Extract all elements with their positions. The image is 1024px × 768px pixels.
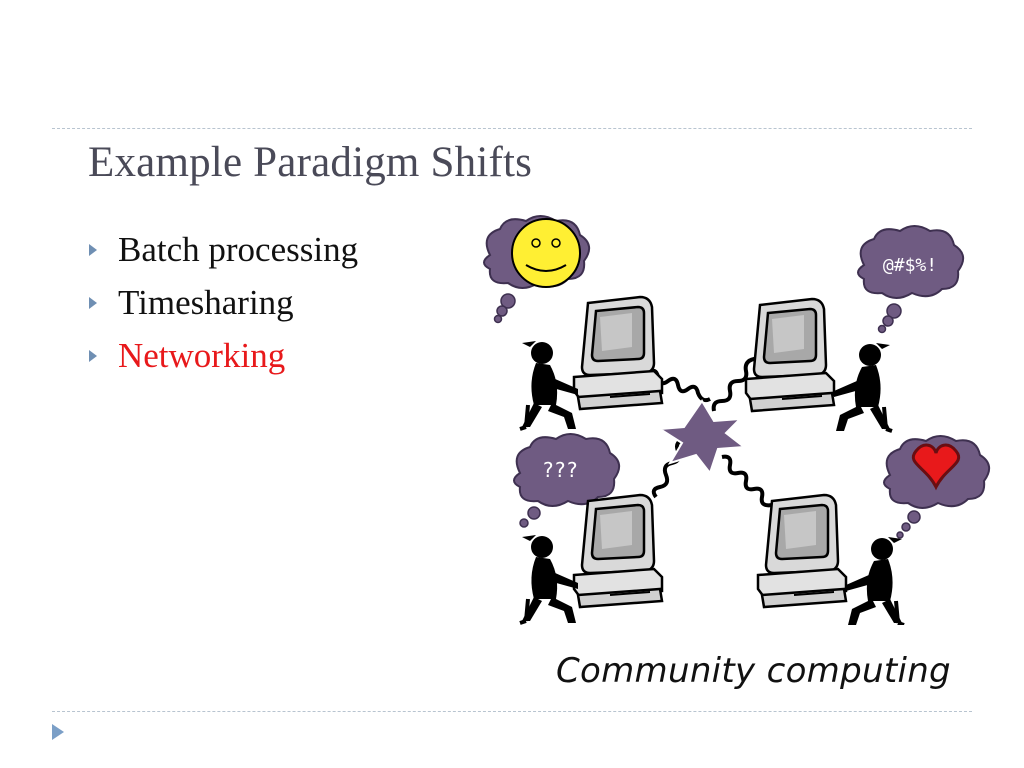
slide-title: Example Paradigm Shifts	[88, 139, 533, 186]
bullet-label: Timesharing	[118, 283, 294, 322]
thought-bubble-symbols: @#$%!	[857, 225, 965, 334]
bubble-symbols-text: @#$%!	[883, 255, 937, 276]
computer-icon	[572, 295, 664, 411]
computer-icon	[756, 493, 848, 609]
bullet-item: Timesharing	[88, 281, 358, 334]
bullet-triangle-icon	[89, 297, 97, 309]
computer-icon	[572, 493, 664, 609]
thought-bubble-heart	[883, 435, 991, 539]
bullet-item: Networking	[88, 334, 358, 387]
bullet-label: Networking	[118, 336, 286, 375]
person-icon	[518, 533, 580, 625]
illustration-caption: Community computing	[556, 651, 951, 691]
computer-icon	[744, 297, 836, 413]
person-icon	[844, 535, 906, 625]
bullet-list: Batch processing Timesharing Networking	[88, 228, 358, 387]
bubble-question-text: ???	[542, 458, 578, 482]
bullet-triangle-icon	[89, 350, 97, 362]
thought-bubble-happy	[483, 215, 591, 324]
bullet-label: Batch processing	[118, 230, 359, 269]
bullet-item: Batch processing	[88, 228, 358, 281]
top-divider	[52, 128, 972, 129]
person-icon	[832, 341, 894, 433]
smiley-face-icon	[511, 218, 581, 288]
next-slide-arrow-icon[interactable]	[50, 722, 66, 742]
person-icon	[518, 339, 580, 431]
network-illustration: @#$%! ???	[483, 215, 991, 625]
network-hub-icon	[656, 399, 747, 476]
heart-icon	[912, 443, 960, 491]
thought-bubble-question: ???	[513, 433, 621, 528]
bottom-divider	[52, 711, 972, 712]
bullet-triangle-icon	[89, 244, 97, 256]
